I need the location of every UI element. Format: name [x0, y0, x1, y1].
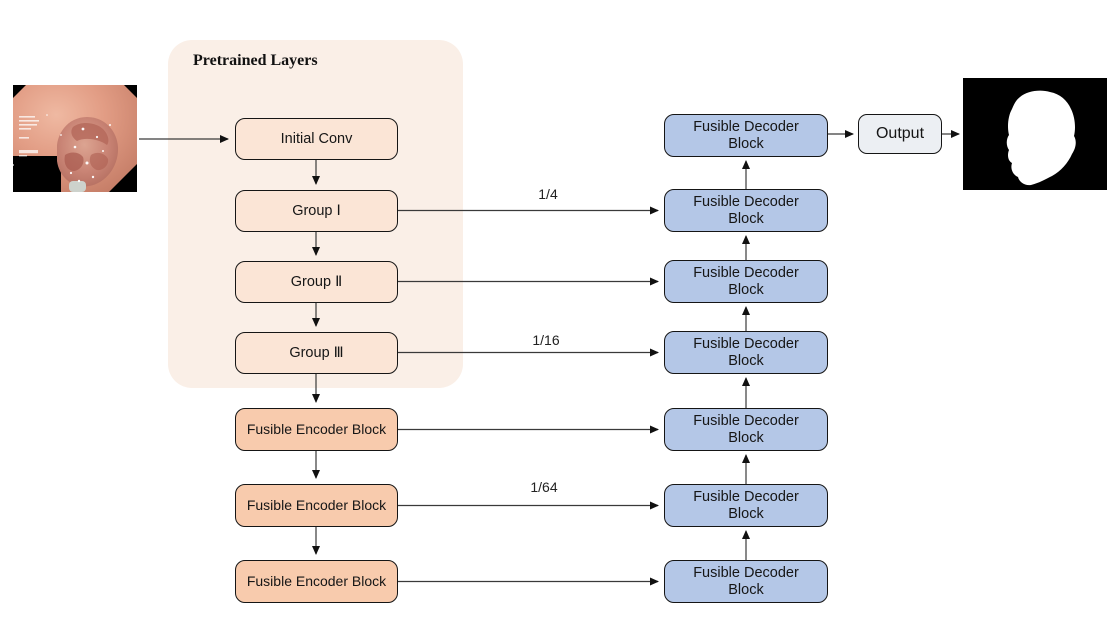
fusible-encoder-block-3: Fusible Encoder Block [235, 560, 398, 603]
fusible-decoder-block-4: Fusible Decoder Block [664, 331, 828, 374]
fusible-decoder-block-2: Fusible Decoder Block [664, 189, 828, 232]
output-block: Output [858, 114, 942, 154]
fusible-decoder-block-5-label: Fusible Decoder Block [693, 412, 799, 446]
output-label: Output [875, 124, 925, 142]
fusible-decoder-block-6: Fusible Decoder Block [664, 484, 828, 527]
group-2-label: Group Ⅱ [290, 273, 343, 290]
scale-label-1-4: 1/4 [538, 186, 558, 202]
overlay-info-marks [19, 116, 39, 157]
group-1-block: Group Ⅰ [235, 190, 398, 232]
output-mask-image [963, 78, 1107, 190]
group-3-block: Group Ⅲ [235, 332, 398, 374]
initial-conv-label: Initial Conv [280, 130, 353, 147]
scale-label-1-16: 1/16 [532, 332, 560, 348]
fusible-decoder-block-7: Fusible Decoder Block [664, 560, 828, 603]
fusible-decoder-block-3: Fusible Decoder Block [664, 260, 828, 303]
fusible-decoder-block-1-label: Fusible Decoder Block [693, 118, 799, 152]
fusible-decoder-block-6-label: Fusible Decoder Block [693, 488, 799, 522]
fusible-decoder-block-5: Fusible Decoder Block [664, 408, 828, 451]
fusible-encoder-block-2: Fusible Encoder Block [235, 484, 398, 527]
fusible-decoder-block-7-label: Fusible Decoder Block [693, 564, 799, 598]
fusible-encoder-block-1-label: Fusible Encoder Block [246, 421, 387, 438]
group-2-block: Group Ⅱ [235, 261, 398, 303]
initial-conv-block: Initial Conv [235, 118, 398, 160]
scale-label-1-64: 1/64 [530, 479, 558, 495]
fusible-decoder-block-4-label: Fusible Decoder Block [693, 335, 799, 369]
group-1-label: Group Ⅰ [292, 202, 341, 219]
input-endoscopy-image [13, 85, 137, 192]
fusible-decoder-block-2-label: Fusible Decoder Block [693, 193, 799, 227]
fusible-decoder-block-1: Fusible Decoder Block [664, 114, 828, 157]
fusible-encoder-block-3-label: Fusible Encoder Block [246, 573, 387, 590]
pretrained-layers-title: Pretrained Layers [193, 52, 318, 69]
fusible-encoder-block-2-label: Fusible Encoder Block [246, 497, 387, 514]
fusible-encoder-block-1: Fusible Encoder Block [235, 408, 398, 451]
fusible-decoder-block-3-label: Fusible Decoder Block [693, 264, 799, 298]
group-3-label: Group Ⅲ [289, 344, 344, 361]
